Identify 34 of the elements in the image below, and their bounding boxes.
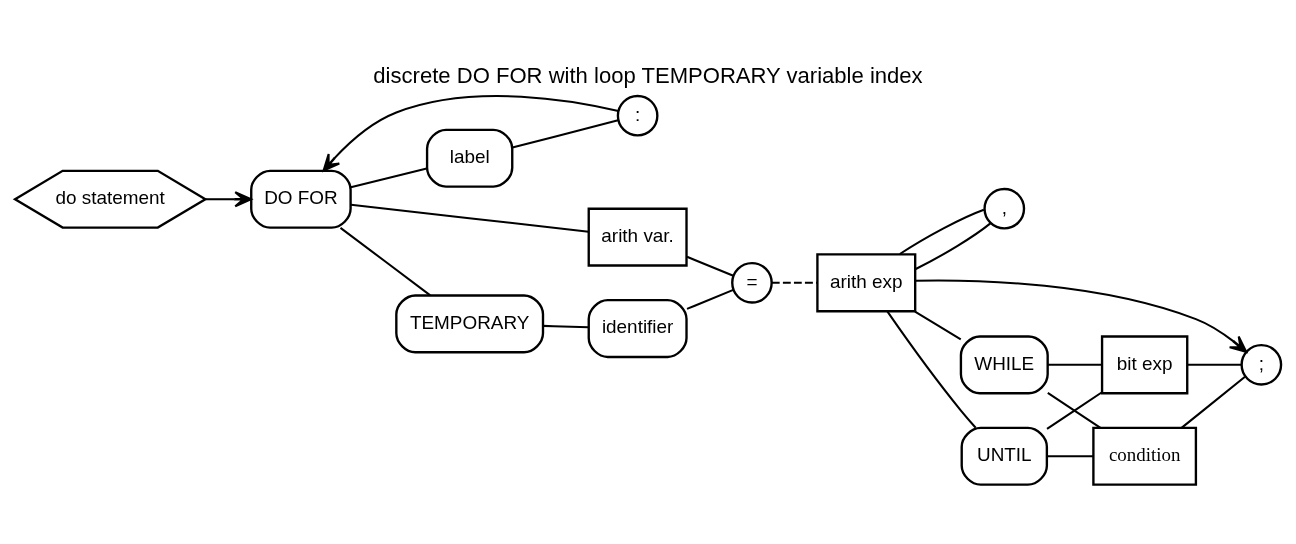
node-box: condition bbox=[1092, 426, 1198, 486]
connector bbox=[1047, 363, 1102, 366]
connector bbox=[350, 167, 427, 189]
connector bbox=[899, 208, 985, 255]
node-box: identifier bbox=[587, 299, 688, 359]
connector bbox=[686, 255, 734, 277]
connector bbox=[512, 119, 619, 149]
node-box: arith exp bbox=[816, 253, 917, 313]
connector bbox=[771, 281, 818, 284]
connector bbox=[543, 324, 589, 329]
arrow bbox=[322, 95, 619, 172]
connector bbox=[686, 288, 734, 310]
diagram-title: discrete DO FOR with loop TEMPORARY variable index bbox=[373, 63, 923, 89]
connector bbox=[350, 203, 589, 233]
connector bbox=[915, 222, 991, 270]
node-box: UNTIL bbox=[960, 426, 1049, 486]
node-circle: ; bbox=[1240, 343, 1283, 386]
node-circle: , bbox=[983, 187, 1026, 230]
node-box: label bbox=[425, 128, 514, 188]
node-box: DO FOR bbox=[250, 169, 352, 229]
node-box: bit exp bbox=[1100, 335, 1189, 395]
node-box: TEMPORARY bbox=[395, 294, 545, 354]
connector bbox=[886, 310, 977, 429]
arrow bbox=[915, 279, 1248, 354]
connector bbox=[914, 310, 962, 341]
node-circle: : bbox=[616, 94, 659, 137]
connector bbox=[1187, 363, 1242, 366]
node-circle: = bbox=[731, 261, 773, 304]
connector bbox=[1047, 455, 1094, 458]
node-box: WHILE bbox=[959, 335, 1049, 395]
connector bbox=[1180, 375, 1246, 429]
arrow bbox=[205, 191, 253, 208]
connector bbox=[339, 227, 431, 297]
node-box: arith var. bbox=[587, 207, 688, 267]
